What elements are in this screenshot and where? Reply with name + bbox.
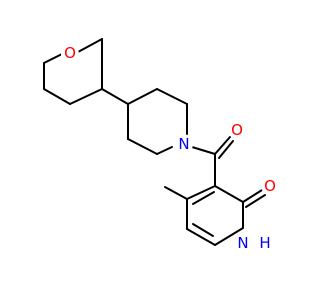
bond — [214, 227, 244, 246]
chemical-structure-diagram: O N O O N H — [43, 38, 279, 252]
bond — [245, 194, 266, 208]
bond — [214, 185, 244, 203]
bond — [156, 88, 188, 105]
bond — [127, 88, 158, 105]
atom-label-piperidine-nitrogen: N — [175, 135, 193, 153]
bond — [127, 138, 158, 155]
pyridone-oxygen-label: O — [264, 177, 276, 195]
bond — [43, 88, 71, 105]
ring-oxygen-label: O — [64, 44, 76, 62]
bond — [192, 191, 215, 205]
tetrahydropyran-ring — [43, 38, 103, 105]
bond — [156, 146, 173, 155]
bond — [186, 185, 216, 200]
bond — [43, 53, 63, 64]
bond — [77, 38, 103, 53]
atom-label-pyridone-oxygen: O — [261, 177, 279, 195]
atom-label-ring-oxygen: O — [61, 44, 79, 63]
piperidine-nitrogen-label: N — [178, 135, 189, 153]
pyridone-ring — [186, 185, 244, 246]
bond — [192, 223, 214, 237]
bond — [242, 189, 263, 203]
atom-label-pyridone-hydrogen: H — [257, 234, 273, 252]
bond — [101, 88, 129, 105]
bond — [218, 140, 234, 159]
atom-label-carbonyl-oxygen: O — [228, 121, 246, 139]
bond — [214, 136, 231, 155]
bond — [69, 88, 103, 105]
bond — [186, 228, 216, 246]
pyridone-nitrogen-label: N — [237, 234, 248, 252]
bond — [191, 146, 216, 155]
piperidine-ring — [127, 88, 188, 155]
atom-label-pyridone-nitrogen: N — [234, 234, 252, 252]
carbonyl-oxygen-label: O — [231, 121, 243, 139]
methyl-bond — [164, 186, 188, 200]
pyridone-hydrogen-label: H — [259, 234, 270, 252]
